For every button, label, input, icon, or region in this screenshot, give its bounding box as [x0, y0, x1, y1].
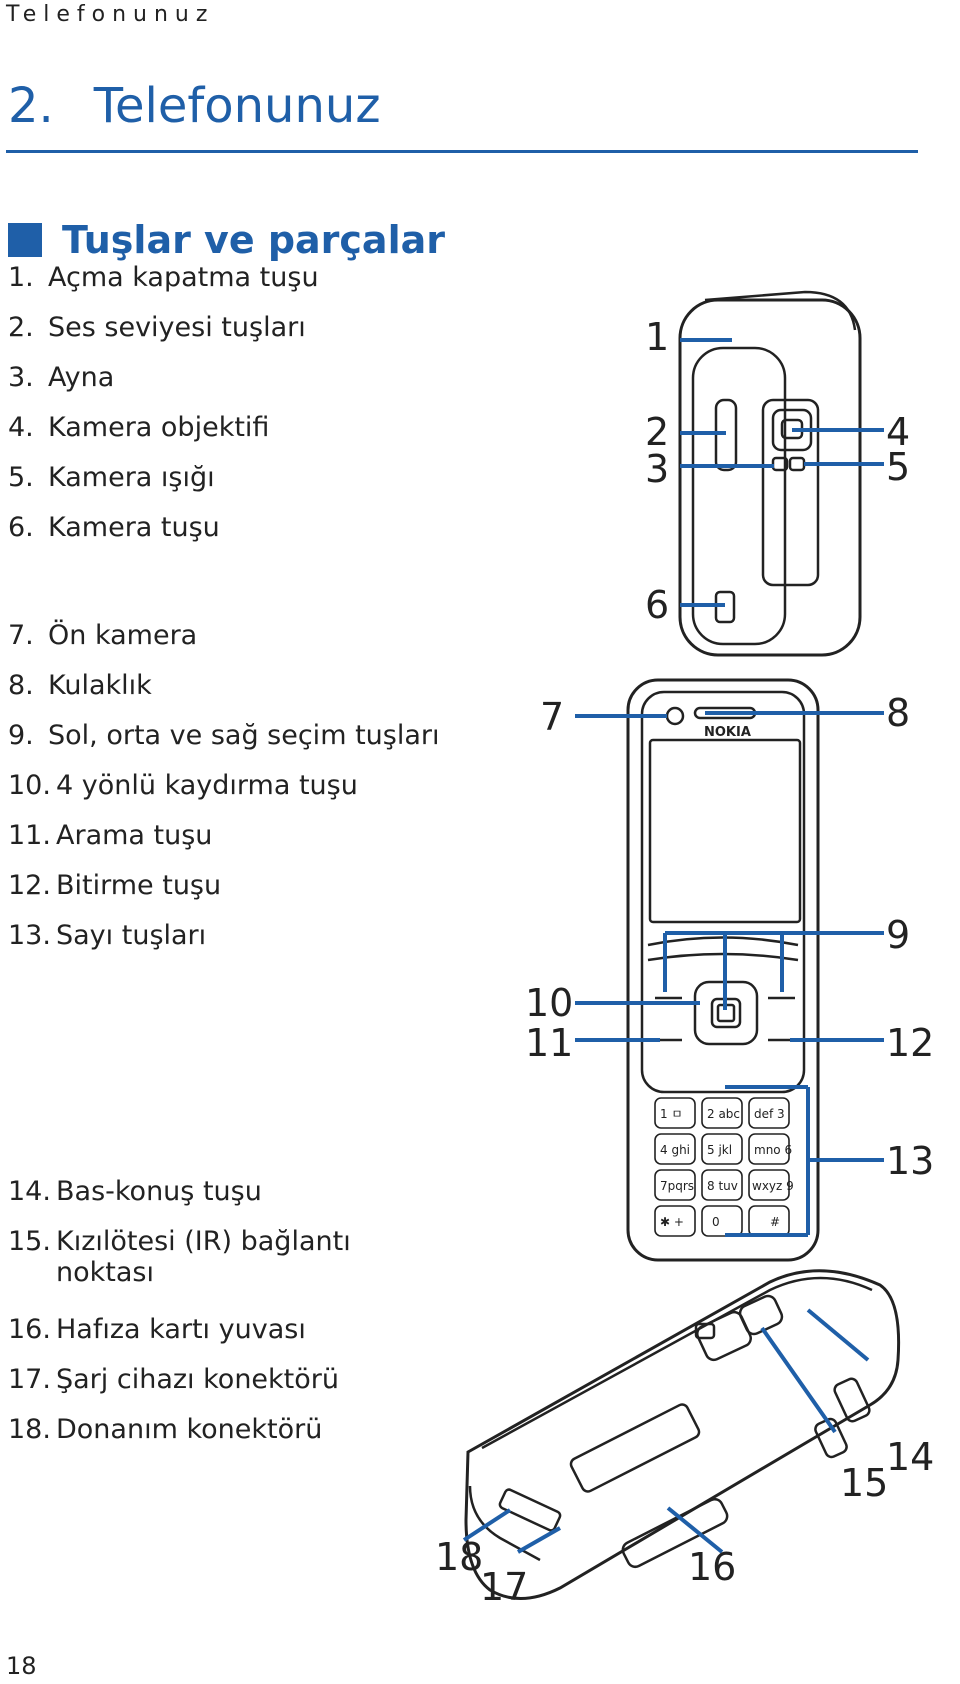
callout-7: 7 — [540, 695, 564, 739]
running-header: Telefonunuz — [6, 2, 215, 27]
leader-lines — [462, 338, 884, 1554]
list-item: 6.Kamera tuşu — [8, 512, 220, 543]
page-number: 18 — [6, 1652, 37, 1680]
list-item: 9.Sol, orta ve sağ seçim tuşları — [8, 720, 440, 751]
list-item: 10.4 yönlü kaydırma tuşu — [8, 770, 358, 801]
callout-1: 1 — [645, 315, 669, 359]
brand-label: NOKIA — [704, 725, 751, 740]
section-heading: Tuşlar ve parçalar — [8, 218, 445, 262]
callout-10: 10 — [525, 981, 573, 1025]
key-star: ✱ + — [660, 1215, 684, 1229]
callout-5: 5 — [886, 445, 910, 489]
key-8: 8 tuv — [707, 1179, 738, 1193]
phone-back-view — [678, 290, 862, 657]
list-item: 16.Hafıza kartı yuvası — [8, 1314, 306, 1345]
callout-15: 15 — [840, 1461, 888, 1505]
callout-12: 12 — [886, 1021, 934, 1065]
callout-3: 3 — [645, 447, 669, 491]
callout-14: 14 — [886, 1435, 934, 1479]
list-item: 5.Kamera ışığı — [8, 462, 215, 493]
key-hash: # — [770, 1215, 780, 1229]
callout-9: 9 — [886, 913, 910, 957]
chapter-number: 2. — [8, 78, 54, 134]
callout-17: 17 — [480, 1565, 528, 1609]
key-7: 7pqrs — [660, 1179, 694, 1193]
list-item: 1.Açma kapatma tuşu — [8, 262, 319, 293]
callout-2: 2 — [645, 410, 669, 454]
callout-13: 13 — [886, 1139, 934, 1183]
section-title: Tuşlar ve parçalar — [62, 218, 445, 262]
callout-8: 8 — [886, 691, 910, 735]
key-9: wxyz 9 — [752, 1179, 794, 1193]
key-1: 1 ㅁ — [660, 1107, 683, 1121]
list-item: 17.Şarj cihazı konektörü — [8, 1364, 339, 1395]
callout-4: 4 — [886, 410, 910, 454]
list-item: 2.Ses seviyesi tuşları — [8, 312, 306, 343]
list-item: 3.Ayna — [8, 362, 115, 393]
title-rule — [6, 150, 918, 153]
list-item: 11.Arama tuşu — [8, 820, 213, 851]
list-item: 8.Kulaklık — [8, 670, 152, 701]
chapter-title-text: Telefonunuz — [93, 78, 381, 134]
key-2: 2 abc — [707, 1107, 740, 1121]
list-item: 14.Bas-konuş tuşu — [8, 1176, 262, 1207]
key-0: 0 — [712, 1215, 720, 1229]
list-item: 12.Bitirme tuşu — [8, 870, 222, 901]
callout-18: 18 — [435, 1535, 483, 1579]
list-item: 7.Ön kamera — [8, 620, 198, 651]
key-6: mno 6 — [754, 1143, 792, 1157]
phone-bottom-view — [464, 1269, 901, 1600]
section-square-icon — [8, 223, 42, 257]
list-item: 13.Sayı tuşları — [8, 920, 207, 951]
callout-6: 6 — [645, 583, 669, 627]
list-item: 18.Donanım konektörü — [8, 1414, 323, 1445]
callout-16: 16 — [688, 1545, 736, 1589]
key-3: def 3 — [754, 1107, 785, 1121]
callout-11: 11 — [525, 1021, 573, 1065]
key-4: 4 ghi — [660, 1143, 690, 1157]
list-item: 4.Kamera objektifi — [8, 412, 270, 443]
key-5: 5 jkl — [707, 1143, 732, 1157]
chapter-title: 2. Telefonunuz — [8, 78, 381, 134]
